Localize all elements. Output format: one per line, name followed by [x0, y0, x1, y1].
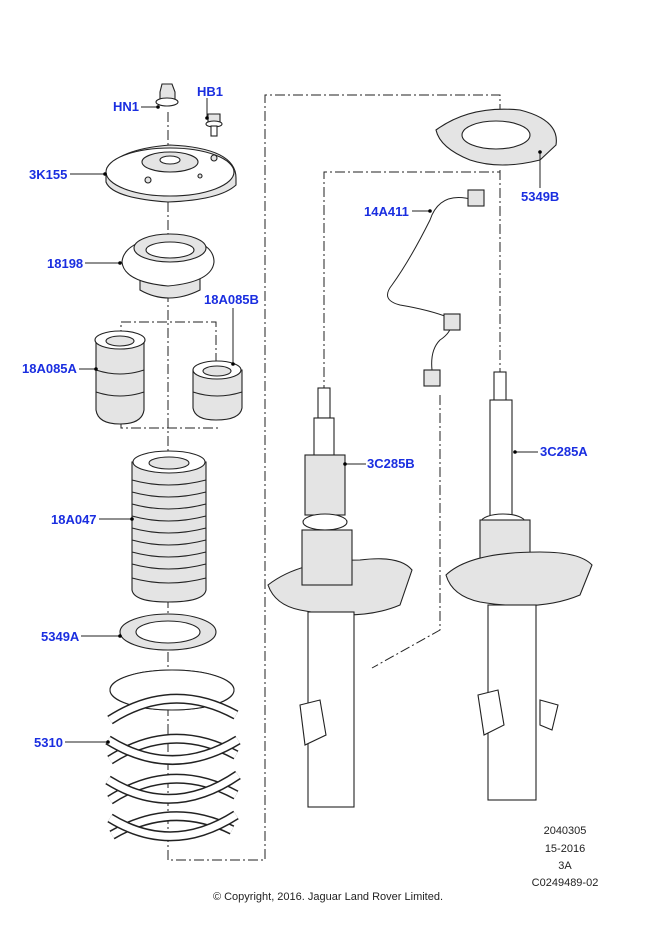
label-5310: 5310 [34, 735, 63, 750]
label-5349b: 5349B [521, 189, 560, 204]
top-mount-3k155 [105, 144, 237, 203]
assembly-guide-line [167, 94, 501, 861]
strut-3c285b [267, 387, 413, 808]
label-3k155: 3K155 [29, 167, 68, 182]
reference-date: 15-2016 [544, 843, 586, 855]
strut-3c285a [445, 371, 593, 801]
nut-hn1 [155, 83, 179, 107]
coil-spring-5310 [105, 669, 241, 842]
dust-boot-18a047 [131, 450, 207, 603]
label-18a085a: 18A085A [22, 361, 77, 376]
bearing-18198 [121, 233, 215, 299]
label-18a085b: 18A085B [204, 292, 259, 307]
reference-code: C0249489-02 [531, 877, 599, 889]
strut-b-guide-line [323, 171, 500, 395]
label-3c285a: 3C285A [540, 444, 588, 459]
copyright-notice: © Copyright, 2016. Jaguar Land Rover Lim… [212, 891, 444, 903]
reference-section: 3A [558, 860, 572, 872]
leader-lines [65, 98, 542, 744]
bump-stop-18a085a [94, 330, 146, 425]
reference-number: 2040305 [543, 825, 587, 837]
upper-seat-5349b [435, 108, 557, 166]
label-hn1: HN1 [113, 99, 140, 114]
spring-seat-5349a [119, 613, 217, 651]
bump-stop-18a085b [192, 360, 243, 421]
label-hb1: HB1 [197, 84, 224, 99]
label-18198: 18198 [47, 256, 84, 271]
label-3c285b: 3C285B [367, 456, 415, 471]
label-14a411: 14A411 [364, 204, 409, 219]
sensor-guide-line [371, 395, 441, 669]
sensor-wire-14a411 [387, 189, 485, 387]
label-5349a: 5349A [41, 629, 80, 644]
label-18a047: 18A047 [51, 512, 97, 527]
